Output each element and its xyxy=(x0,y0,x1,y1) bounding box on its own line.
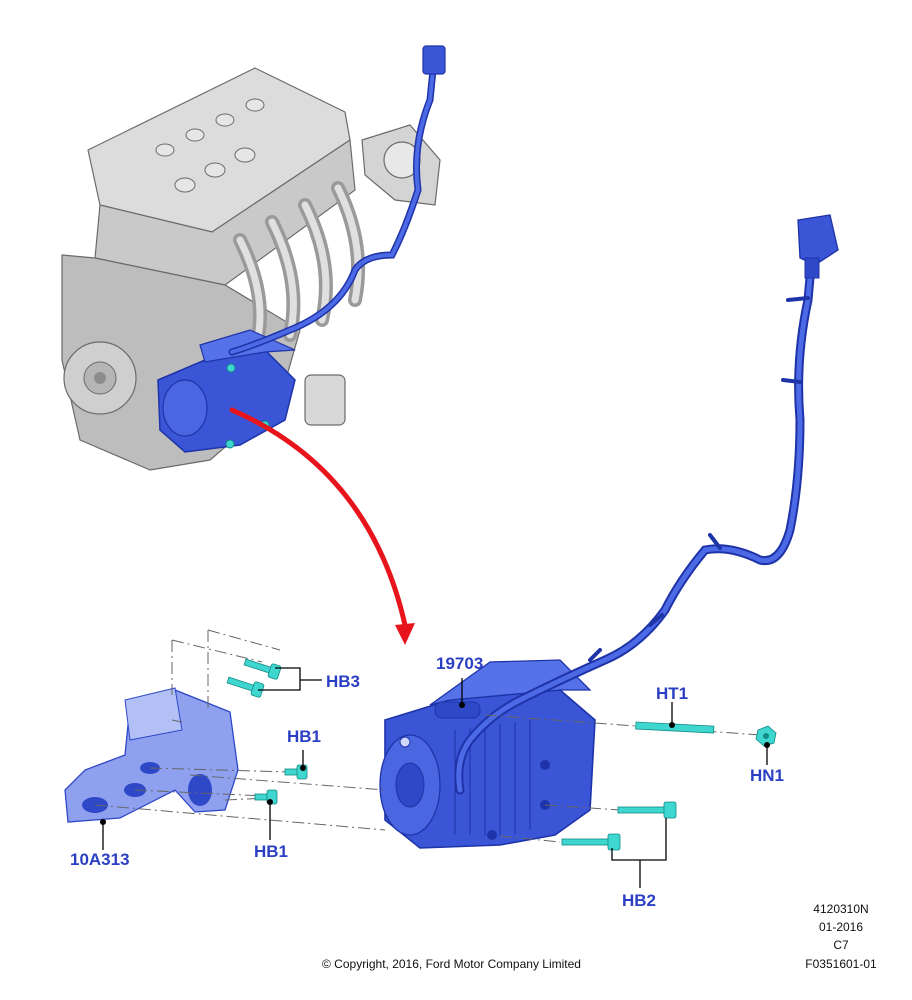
engine-assembly xyxy=(61,67,441,471)
drawing-revision: C7 xyxy=(833,938,849,952)
nut-hn1 xyxy=(755,725,777,747)
drawing-date: 01-2016 xyxy=(818,920,864,934)
callout-19703: 19703 xyxy=(436,654,484,673)
drawing-code: 4120310N xyxy=(813,902,869,916)
harness-installed xyxy=(228,66,437,356)
compressor-exploded xyxy=(379,659,596,849)
callout-hn1: HN1 xyxy=(750,766,785,785)
drawing-number: F0351601-01 xyxy=(805,957,877,971)
harness-connector-installed xyxy=(422,45,446,75)
leader-lines xyxy=(102,667,768,888)
bolts-hb2 xyxy=(561,801,677,851)
bolts-hb3 xyxy=(226,658,282,698)
stud-ht1 xyxy=(635,721,715,734)
harness-connector-exploded xyxy=(797,214,839,279)
callout-hb3: HB3 xyxy=(326,672,361,691)
bracket-10a313 xyxy=(64,687,239,823)
callout-ht1: HT1 xyxy=(656,684,689,703)
harness-exploded xyxy=(454,250,817,795)
copyright-notice: © Copyright, 2016, Ford Motor Company Li… xyxy=(322,957,581,971)
callout-hb1-top: HB1 xyxy=(287,727,322,746)
callout-10a313: 10A313 xyxy=(70,850,130,869)
callout-hb1-bottom: HB1 xyxy=(254,842,289,861)
leader-dots xyxy=(100,702,770,825)
callout-hb2: HB2 xyxy=(622,891,657,910)
alignment-lines xyxy=(94,629,761,843)
red-arrow xyxy=(229,407,415,645)
